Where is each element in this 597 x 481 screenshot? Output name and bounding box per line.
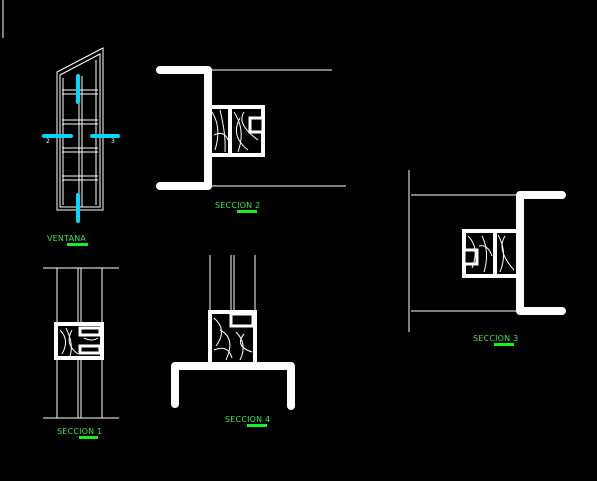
underline-seccion-1 <box>79 436 98 439</box>
seccion-4-detail <box>171 255 295 410</box>
seccion-1-detail <box>43 267 119 419</box>
label-seccion-1: SECCION 1 <box>57 427 103 436</box>
section-mark-3: 3 <box>111 138 115 145</box>
seccion-2-detail <box>156 66 346 190</box>
label-ventana: VENTANA <box>47 234 87 243</box>
ventana-elevation <box>56 47 104 211</box>
ventana-outer-frame <box>56 47 104 211</box>
underline-seccion-3 <box>494 343 514 346</box>
seccion-2-frame <box>156 66 212 190</box>
underline-seccion-4 <box>247 424 267 427</box>
section-mark-2: 2 <box>46 138 50 145</box>
underline-seccion-2 <box>237 210 257 213</box>
seccion-3-frame <box>516 191 566 315</box>
label-seccion-3: SECCION 3 <box>473 334 519 343</box>
underline-ventana <box>67 243 88 246</box>
label-seccion-2: SECCION 2 <box>215 201 261 210</box>
ventana-cut-markers <box>42 74 120 223</box>
label-seccion-4: SECCION 4 <box>225 415 271 424</box>
seccion-3-detail <box>408 170 566 332</box>
seccion-1-profile <box>54 322 104 360</box>
seccion-4-frame <box>171 362 295 410</box>
